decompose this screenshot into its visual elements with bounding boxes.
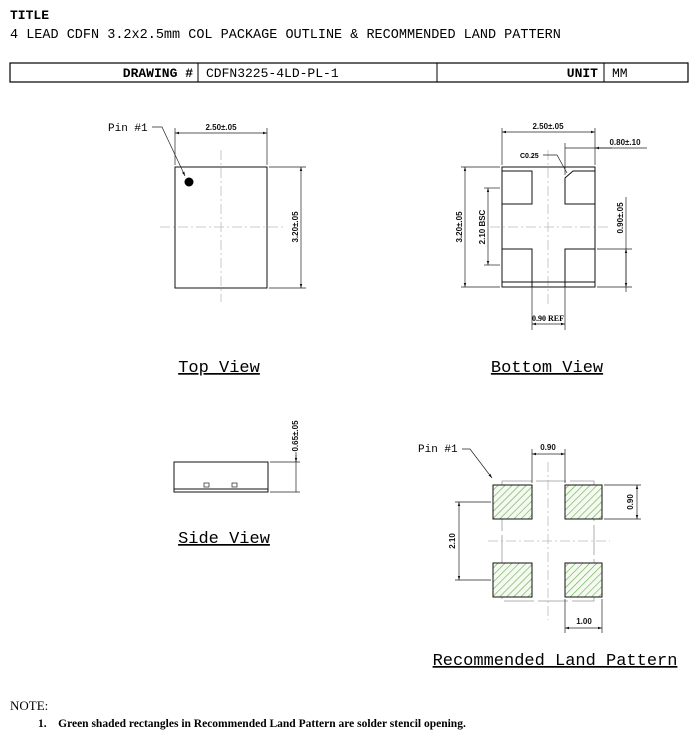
pad-pin1 [564, 170, 595, 205]
land-pad [564, 484, 603, 520]
pin1-dot-icon [184, 177, 194, 187]
drawing-title: 4 LEAD CDFN 3.2x2.5mm COL PACKAGE OUTLIN… [10, 28, 561, 43]
unit-label: UNIT [567, 66, 598, 81]
land-pattern: Pin #1 0.90 0.90 2.10 1.00 Recommended L… [418, 443, 677, 671]
drawing-number-label: DRAWING # [123, 66, 193, 81]
land-pad-width-dim: 1.00 [576, 617, 592, 626]
land-pitch-dim: 2.10 [448, 533, 457, 549]
bottom-view: 2.50±.05 0.80±.10 C0.25 3.20±.05 2.10 BS… [455, 122, 647, 378]
top-pin1-label: Pin #1 [108, 123, 148, 135]
land-pad-pin1 [492, 484, 533, 520]
land-gap-dim: 0.90 [540, 443, 556, 452]
side-view: 0.65±.05 Side View [173, 420, 300, 549]
top-view-label: Top View [178, 359, 260, 378]
bottom-height-dim: 3.20±.05 [455, 211, 464, 243]
land-pin1-label: Pin #1 [418, 444, 458, 456]
unit-value: MM [612, 66, 628, 81]
land-pattern-label: Recommended Land Pattern [433, 652, 678, 671]
chamfer-dim: C0.25 [520, 153, 539, 160]
note-heading: NOTE: [10, 698, 48, 713]
side-view-label: Side View [178, 530, 271, 549]
land-pad-height-dim: 0.90 [626, 494, 635, 510]
pad [502, 248, 533, 287]
pitch-dim: 2.10 BSC [478, 209, 487, 244]
top-height-dim: 3.20±.05 [291, 211, 300, 243]
package-body [174, 166, 268, 289]
info-table: DRAWING # CDFN3225-4LD-PL-1 UNIT MM [9, 62, 689, 83]
pad [502, 170, 533, 205]
top-width-dim: 2.50±.05 [205, 123, 237, 132]
top-view: Pin #1 2.50±.05 3.20±.05 Top View [108, 123, 306, 378]
bottom-view-label: Bottom View [491, 359, 604, 378]
land-pad [492, 562, 533, 598]
gap-dim: 0.90 REF [532, 314, 564, 323]
title-label: TITLE [10, 8, 49, 23]
pad-width-dim: 0.80±.10 [609, 138, 641, 147]
thickness-dim: 0.65±.05 [291, 420, 300, 452]
note-item: 1. Green shaded rectangles in Recommende… [38, 718, 466, 730]
bottom-width-dim: 2.50±.05 [532, 122, 564, 131]
land-pad [564, 562, 603, 598]
drawing-number-value: CDFN3225-4LD-PL-1 [206, 66, 339, 81]
pad [564, 248, 595, 287]
pad-height-dim: 0.90±.05 [616, 202, 625, 234]
